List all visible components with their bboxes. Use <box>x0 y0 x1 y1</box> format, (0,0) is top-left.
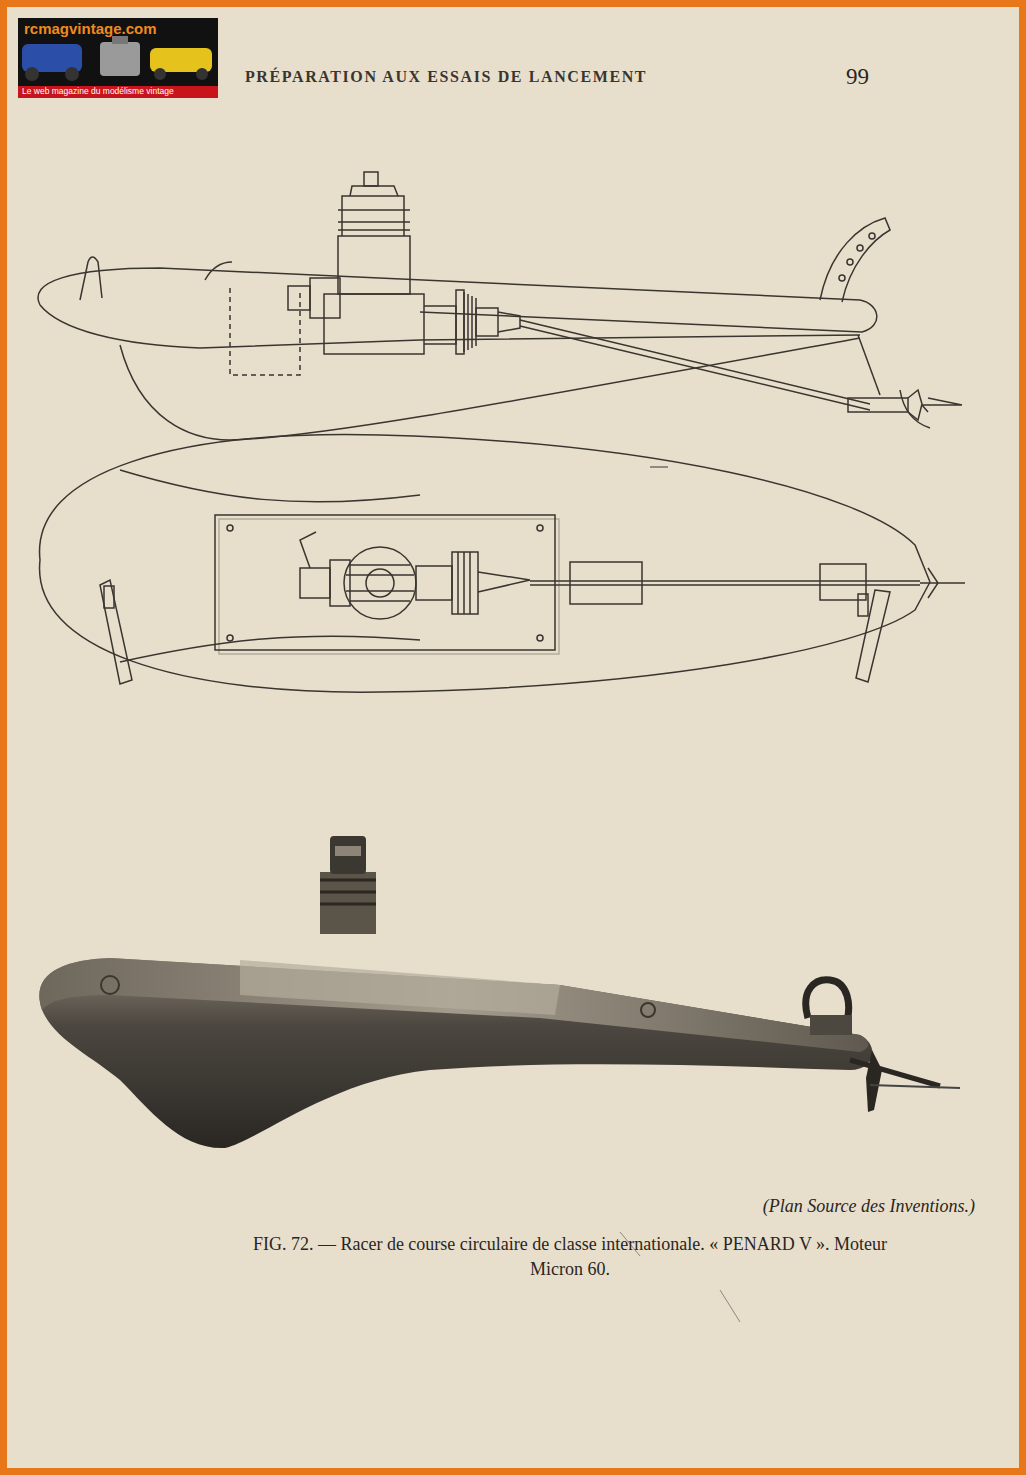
watermark-subtitle: Le web magazine du modélisme vintage <box>22 86 174 96</box>
top-view <box>40 435 965 693</box>
running-header: PRÉPARATION AUX ESSAIS DE LANCEMENT <box>245 68 647 86</box>
watermark: rcmagvintage.com <box>24 20 157 37</box>
boat-photo <box>39 836 960 1148</box>
logo-box <box>18 18 218 98</box>
figure-caption: FIG. 72. — Racer de course circulaire de… <box>230 1232 910 1282</box>
source-note: (Plan Source des Inventions.) <box>763 1196 975 1217</box>
side-view <box>38 172 962 440</box>
page-number: 99 <box>846 64 869 90</box>
